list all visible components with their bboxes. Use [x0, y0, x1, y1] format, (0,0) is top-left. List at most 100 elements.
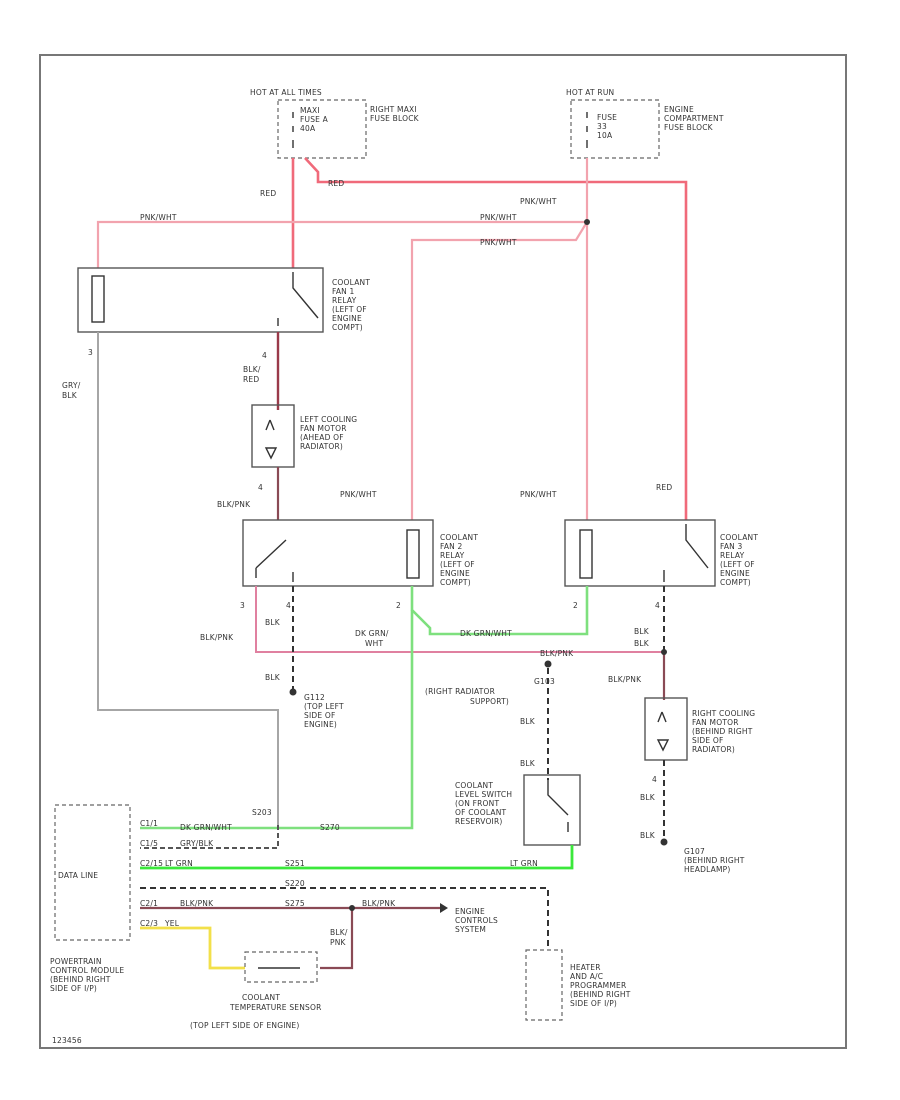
wire-label: BLK/PNK	[180, 899, 214, 908]
wire-label: 2	[396, 601, 401, 610]
wire-label: ENGINE	[440, 569, 470, 578]
wire-label: PROGRAMMER	[570, 981, 626, 990]
wire-label: BLK/	[330, 928, 348, 937]
wire-label: SIDE OF I/P)	[570, 999, 617, 1008]
diagram-code: 123456	[52, 1036, 82, 1045]
engine-compartment-fuse-block: HOT AT RUN FUSE 33 10A ENGINE COMPARTMEN…	[566, 88, 724, 159]
wire-label: SYSTEM	[455, 925, 486, 934]
wire-label: BLK/	[243, 365, 261, 374]
wire-label: TEMPERATURE SENSOR	[229, 1003, 322, 1012]
wire-label: RIGHT MAXI	[370, 105, 417, 114]
g103-ground: BLK/PNK G103 (RIGHT RADIATOR SUPPORT) BL…	[425, 649, 574, 780]
wire-label: C1/1	[140, 819, 158, 828]
wire-label: 2	[573, 601, 578, 610]
wire-label: BLK	[520, 717, 536, 726]
wire-label: RED	[328, 179, 344, 188]
wire-label: RELAY	[440, 551, 465, 560]
right-maxi-fuse-block: HOT AT ALL TIMES MAXI FUSE A 40A RIGHT M…	[250, 88, 420, 159]
wire-label: FUSE BLOCK	[664, 123, 714, 132]
lt-grn-wire: LT GRN LT GRN S251	[140, 845, 574, 870]
wire-label: MAXI	[300, 106, 320, 115]
wire-label: PNK/WHT	[480, 213, 517, 222]
wire-label: FAN MOTOR	[300, 424, 347, 433]
wire-label: RELAY	[720, 551, 745, 560]
wire-label: LT GRN	[510, 859, 538, 868]
powertrain-control-module: DATA LINE C1/1 C1/5 C2/15 C2/1 C2/3 POWE…	[50, 804, 163, 993]
wire-label: POWERTRAIN	[50, 957, 102, 966]
wire-label: 33	[597, 122, 607, 131]
wire-label: GRY/	[62, 381, 81, 390]
wire-label: (LEFT OF	[440, 560, 475, 569]
yel-temp-wire: YEL	[140, 919, 245, 970]
wire-label: ENGINE	[332, 314, 362, 323]
wire-label: C2/3	[140, 919, 158, 928]
wire-label: BLK/PNK	[540, 649, 574, 658]
coolant-temp-sensor: COOLANT TEMPERATURE SENSOR (TOP LEFT SID…	[190, 951, 322, 1030]
pnk-wht-wires: PNK/WHT PNK/WHT PNK/WHT PNK/WHT PNK/WHT …	[96, 158, 590, 520]
right-cooling-fan-motor: RIGHT COOLING FAN MOTOR (BEHIND RIGHT SI…	[640, 697, 755, 874]
wire-label: (ON FRONT	[455, 799, 499, 808]
wire-label: G103	[534, 677, 555, 686]
gry-blk-pcm: S203 GRY/BLK DK GRN/WHT S270	[140, 808, 340, 849]
wire-label: DK GRN/	[355, 629, 389, 638]
wire-label: BLK/PNK	[217, 500, 251, 509]
coolant-fan-1-relay: COOLANT FAN 1 RELAY (LEFT OF ENGINE COMP…	[77, 267, 370, 333]
wire-label: DATA LINE	[58, 871, 98, 880]
wire-label: WHT	[365, 639, 383, 648]
gry-blk-wire: 3 GRY/ BLK	[62, 332, 279, 825]
wire-label: FUSE	[597, 113, 617, 122]
wire-label: BLK	[520, 759, 536, 768]
wire-label: 4	[655, 601, 660, 610]
wire-label: PNK/WHT	[340, 490, 377, 499]
wire-label: S203	[252, 808, 272, 817]
wire-label: BLK	[265, 618, 281, 627]
wire-label: 40A	[300, 124, 316, 133]
wire-label: (LEFT OF	[720, 560, 755, 569]
dk-grn-wht-wires: 2 2 DK GRN/ WHT DK GRN/WHT	[140, 586, 589, 830]
wire-label: (LEFT OF	[332, 305, 367, 314]
wire-label: RESERVOIR)	[455, 817, 503, 826]
blk-pnk-ecs-wire: BLK/PNK BLK/PNK S275 BLK/ PNK ENGINE CON…	[140, 899, 498, 970]
wire-label: FUSE BLOCK	[370, 114, 420, 123]
wire-label: YEL	[164, 919, 180, 928]
wire-label: (RIGHT RADIATOR	[425, 687, 495, 696]
diagram-frame	[39, 54, 847, 1049]
wire-label: 10A	[597, 131, 613, 140]
wire-label: PNK/WHT	[140, 213, 177, 222]
wire-label: CONTROLS	[455, 916, 498, 925]
wire-label: C2/1	[140, 899, 158, 908]
wire-label: PNK/WHT	[480, 238, 517, 247]
wire-label: ENGINE	[720, 569, 750, 578]
wire-label: (TOP LEFT SIDE OF ENGINE)	[190, 1021, 300, 1030]
wire-label: BLK	[640, 793, 656, 802]
wire-label: (BEHIND RIGHT	[692, 727, 753, 736]
relay3-output: 4 BLK BLK BLK/PNK	[608, 586, 667, 700]
coolant-level-switch: COOLANT LEVEL SWITCH (ON FRONT OF COOLAN…	[455, 774, 581, 846]
wire-label: BLK	[634, 639, 650, 648]
wire-label: FAN 3	[720, 542, 743, 551]
wire-label: S220	[285, 879, 305, 888]
wire-label: ENGINE)	[304, 720, 337, 729]
wire-label: BLK/PNK	[362, 899, 396, 908]
wire-label: (BEHIND RIGHT	[570, 990, 631, 999]
wire-label: ENGINE	[455, 907, 485, 916]
wire-label: LEVEL SWITCH	[455, 790, 512, 799]
wire-label: RED	[260, 189, 276, 198]
wire-label: FAN 1	[332, 287, 355, 296]
wire-label: HEATER	[570, 963, 601, 972]
wire-label: BLK/PNK	[200, 633, 234, 642]
wire-label: BLK	[640, 831, 656, 840]
wire-label: COOLANT	[720, 533, 758, 542]
wire-label: RADIATOR)	[692, 745, 735, 754]
wire-label: S275	[285, 899, 305, 908]
wire-label: RED	[243, 375, 259, 384]
wire-label: HEADLAMP)	[684, 865, 731, 874]
wire-label: RADIATOR)	[300, 442, 343, 451]
wire-label: 4	[258, 483, 263, 492]
heater-ac-programmer: HEATER AND A/C PROGRAMMER (BEHIND RIGHT …	[525, 949, 631, 1021]
wire-label: BLK	[634, 627, 650, 636]
wire-label: COOLANT	[242, 993, 280, 1002]
red-wires: RED RED RED	[260, 157, 688, 520]
relay2-outputs: 3 4 BLK BLK/PNK BLK G112 (TOP LEFT SIDE …	[200, 586, 664, 729]
